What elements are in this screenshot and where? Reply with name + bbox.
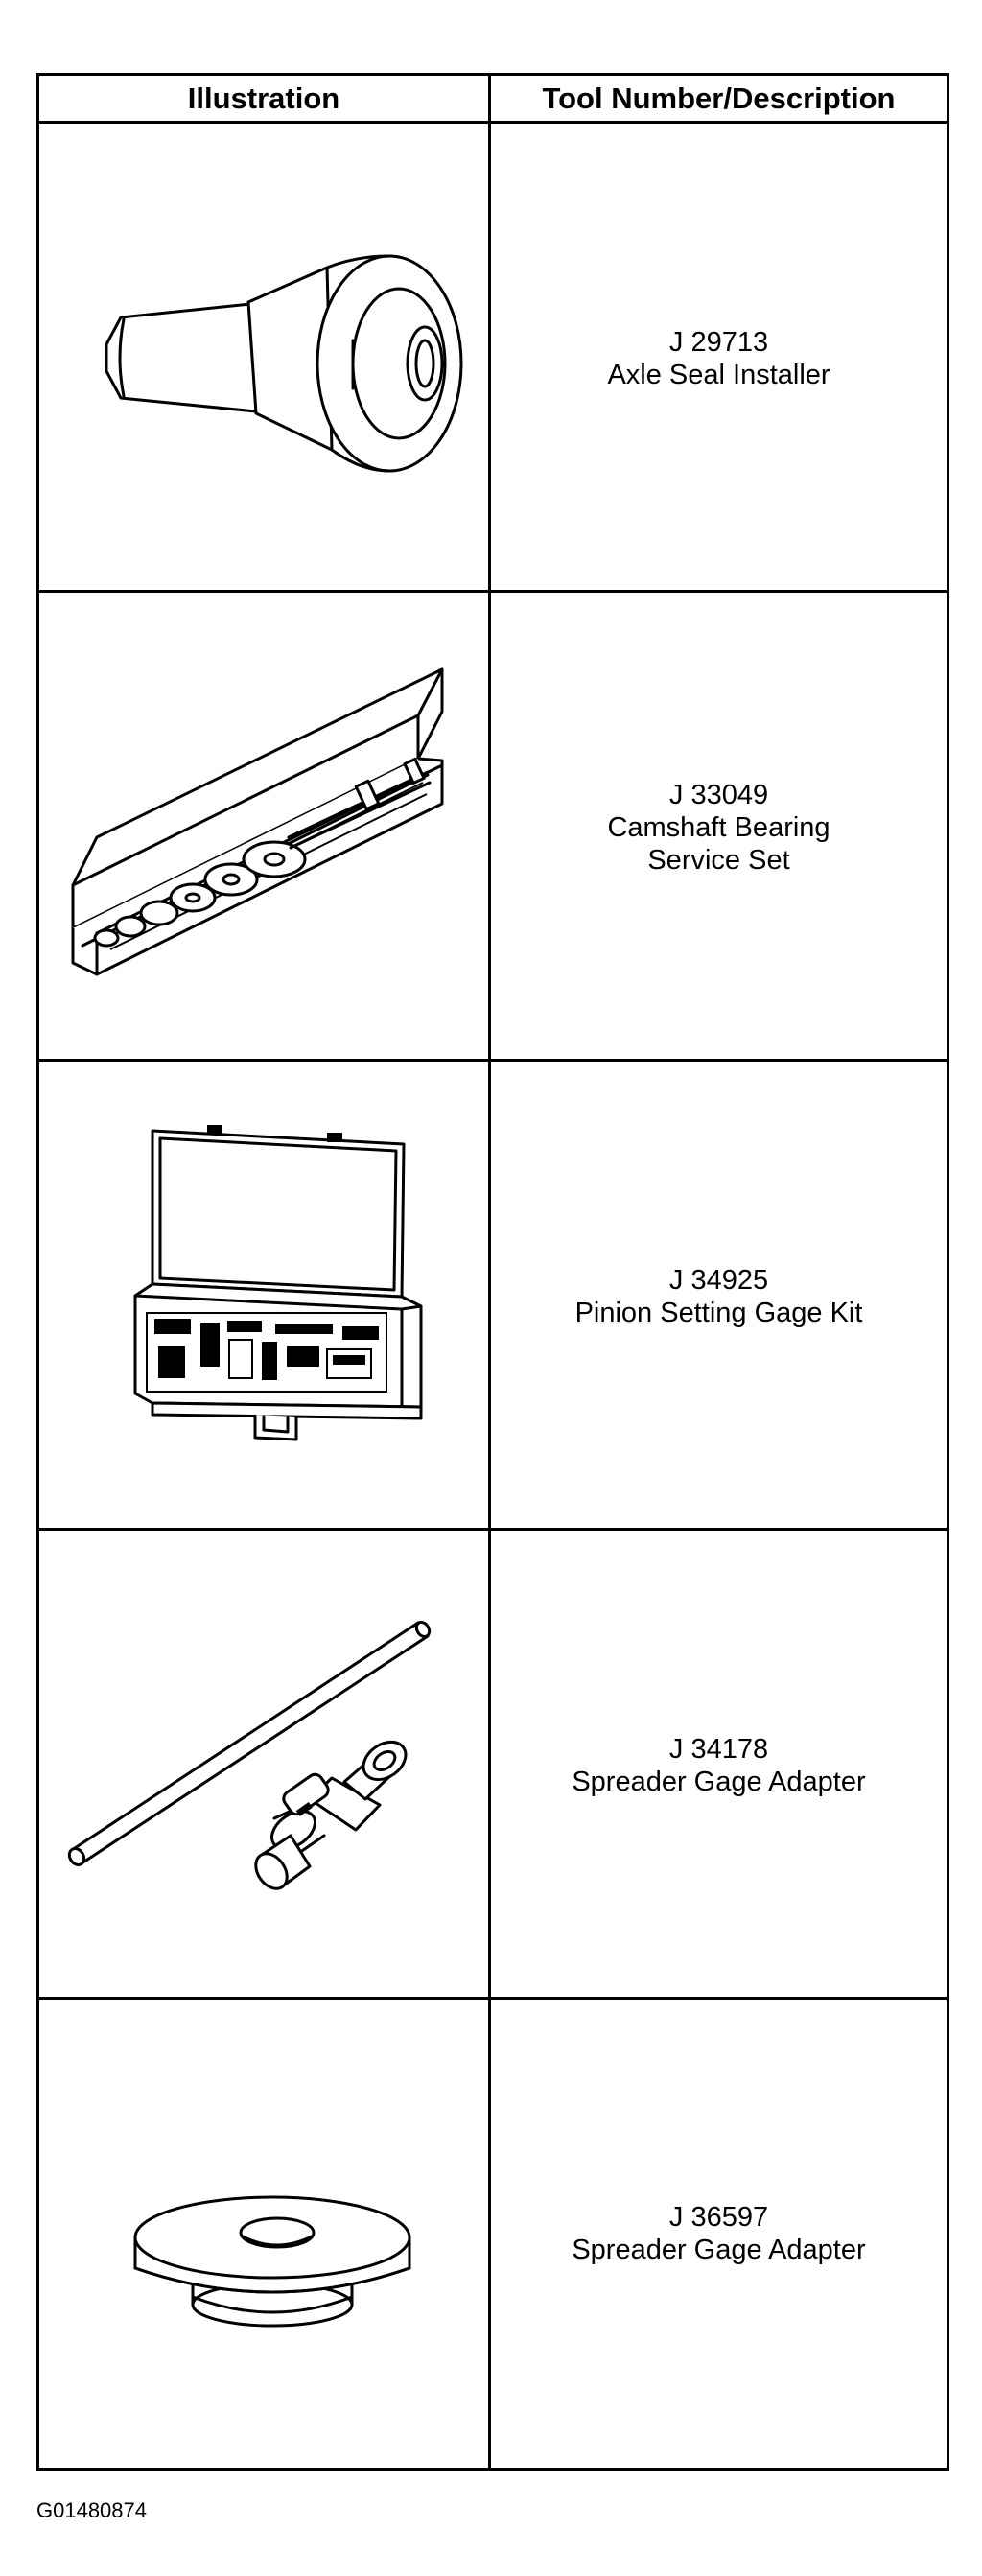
column-divider xyxy=(488,76,491,2468)
camshaft-bearing-set-icon xyxy=(71,667,444,976)
table-header-row: Illustration Tool Number/Description xyxy=(39,76,947,124)
row-divider xyxy=(39,1997,947,2000)
camshaft-bearing-set-illustration xyxy=(39,593,488,1062)
tool-number: J 33049 xyxy=(668,779,769,810)
header-tool-number-description: Tool Number/Description xyxy=(542,81,896,115)
row-divider xyxy=(39,1528,947,1531)
tool-description-cell: J 36597 Spreader Gage Adapter xyxy=(491,2000,947,2468)
tool-description-cell: J 34178 Spreader Gage Adapter xyxy=(491,1531,947,2000)
axle-seal-installer-icon xyxy=(105,254,463,473)
figure-id: G01480874 xyxy=(36,2498,147,2522)
spreader-gage-ring-illustration xyxy=(39,2000,488,2468)
tool-description-cell: J 29713 Axle Seal Installer xyxy=(491,124,947,593)
table-row-j36597: J 36597 Spreader Gage Adapter xyxy=(39,2000,947,2468)
row-divider xyxy=(39,590,947,593)
spreader-gage-rod-illustration xyxy=(39,1531,488,2000)
tool-number: J 34925 xyxy=(668,1264,769,1296)
axle-seal-installer-illustration xyxy=(39,124,488,593)
tool-description: Pinion Setting Gage Kit xyxy=(574,1297,863,1328)
tool-number: J 34178 xyxy=(668,1733,769,1765)
tools-table: Illustration Tool Number/Description J 2… xyxy=(36,73,949,2471)
tool-number: J 29713 xyxy=(668,326,769,358)
header-illustration: Illustration xyxy=(187,81,340,115)
tool-number: J 36597 xyxy=(668,2202,769,2233)
tool-description-line-1: Camshaft Bearing xyxy=(607,811,830,843)
pinion-gage-kit-illustration xyxy=(39,1062,488,1531)
pinion-gage-kit-icon xyxy=(133,1125,423,1441)
table-row-j29713: J 29713 Axle Seal Installer xyxy=(39,124,947,593)
row-divider xyxy=(39,1059,947,1062)
tool-description: Axle Seal Installer xyxy=(607,359,830,390)
spreader-gage-ring-icon xyxy=(133,2195,411,2328)
table-row-j34178: J 34178 Spreader Gage Adapter xyxy=(39,1531,947,2000)
tool-description: Spreader Gage Adapter xyxy=(572,2235,866,2265)
table-row-j34925: J 34925 Pinion Setting Gage Kit xyxy=(39,1062,947,1531)
tool-description: Spreader Gage Adapter xyxy=(572,1766,866,1797)
table-row-j33049: J 33049 Camshaft Bearing Service Set xyxy=(39,593,947,1062)
tool-description-cell: J 34925 Pinion Setting Gage Kit xyxy=(491,1062,947,1531)
tool-description-line-2: Service Set xyxy=(647,844,790,876)
spreader-gage-rod-icon xyxy=(67,1621,432,1890)
tool-description-cell: J 33049 Camshaft Bearing Service Set xyxy=(491,593,947,1062)
